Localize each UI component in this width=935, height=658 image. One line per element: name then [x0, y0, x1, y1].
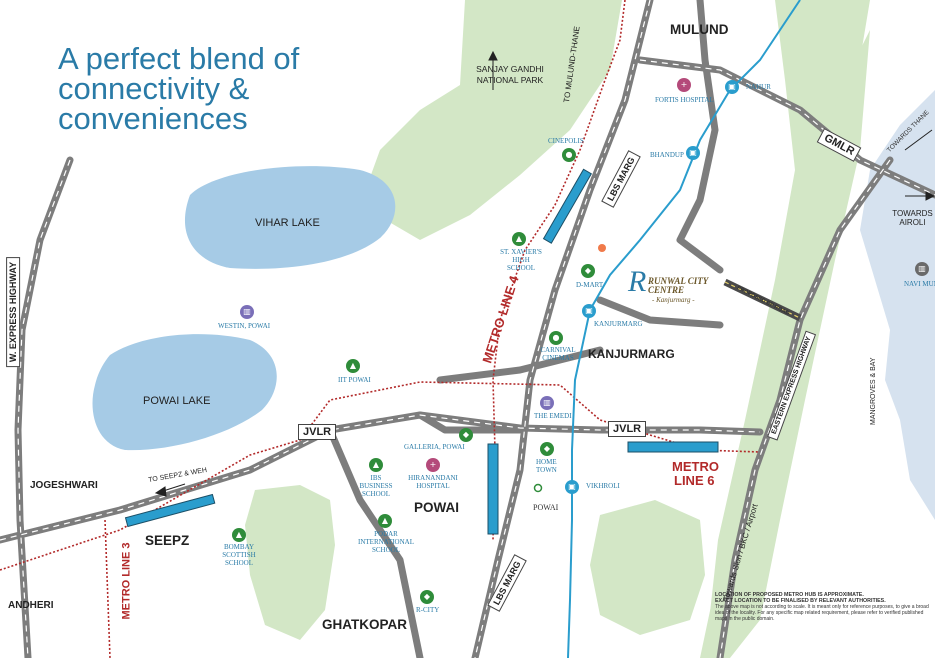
w-express-road [14, 156, 74, 658]
shopping-icon-3: ◆ [540, 442, 554, 456]
label-powai-lake: POWAI LAKE [143, 395, 211, 407]
area-seepz: SEEPZ [145, 533, 190, 548]
metro-line-3-label: METRO LINE 3 [120, 542, 133, 620]
area-ghatkopar: GHATKOPAR [322, 617, 407, 632]
poi-fortis: FORTIS HOSPITAL [655, 96, 714, 104]
vihar-lake-shape [184, 166, 396, 269]
area-sgnp: SANJAY GANDHI NATIONAL PARK [476, 64, 544, 85]
hospital-icon: + [677, 78, 691, 92]
dir-towards-airoli: TOWARDS AIROLI [892, 209, 933, 227]
project-subtitle: - Kanjurmarg - [652, 296, 695, 304]
road-jvlr-right: JVLR [608, 421, 647, 437]
station-vikhroli-icon: ▣ [565, 480, 579, 494]
poi-rcity: R-CITY [416, 606, 440, 614]
poi-home-town: HOME TOWN [536, 458, 557, 474]
metro-line-6-label-a: METRO [672, 459, 719, 474]
project-name: RUNWAL CITY CENTRE [648, 276, 708, 295]
area-andheri: ANDHERI [8, 600, 54, 611]
poi-iit: IIT POWAI [338, 376, 371, 384]
metro-line-4-track [492, 0, 626, 541]
powai-green [245, 485, 335, 640]
area-mulund: MULUND [670, 22, 729, 37]
school-icon-3: ▲ [369, 458, 383, 472]
powai-lake-shape [92, 334, 277, 451]
disclaimer-bold-2: EXACT LOCATION TO BE FINALISED BY RELEVA… [715, 598, 886, 604]
label-powai-dot: POWAI [533, 503, 559, 512]
kanjur-road [596, 296, 724, 329]
poi-ibs: IBS BUSINESS SCHOOL [359, 474, 393, 498]
headline: A perfect blend of connectivity & conven… [58, 41, 300, 136]
orange-marker [598, 244, 606, 252]
proposed-dp-road [723, 278, 802, 322]
label-vihar-lake: VIHAR LAKE [255, 217, 320, 229]
mangroves-bay [860, 90, 935, 520]
metro-line-6-label-b: LINE 6 [674, 473, 715, 488]
station-bhandup-icon: ▣ [686, 146, 700, 160]
area-kanjurmarg: KANJURMARG [588, 347, 675, 361]
poi-cinepolis: CINEPOLIS [548, 137, 584, 145]
green-strip-east-wide [700, 30, 870, 658]
disclaimer: LOCATION OF PROPOSED METRO HUB IS APPROX… [715, 592, 931, 622]
train-icons [124, 168, 719, 535]
school-icon-5: ▲ [232, 528, 246, 542]
poi-navi-mumbai: NAVI MUM [904, 280, 935, 288]
school-icon-2: ▲ [346, 359, 360, 373]
area-jogeshwari: JOGESHWARI [30, 480, 98, 491]
svg-text:R: R [627, 265, 646, 298]
school-icon-4: ▲ [378, 514, 392, 528]
metro-line-3-track [104, 519, 111, 658]
sanjay-gandhi-park [360, 0, 622, 240]
cinema-icon: ● [562, 148, 576, 162]
train-line4-mid [487, 443, 499, 535]
rail-ties [567, 0, 801, 658]
poi-westin: WESTIN, POWAI [218, 322, 271, 330]
station-vikhroli: VIKHROLI [586, 482, 620, 490]
cinema-icon-2: ● [549, 331, 563, 345]
shopping-icon-2: ◆ [459, 428, 473, 442]
train-line4-top [542, 168, 593, 244]
metro-line-6-track [0, 381, 761, 571]
powai-marker [533, 483, 543, 493]
hospital-icon-2: + [426, 458, 440, 472]
shopping-icon-4: ◆ [420, 590, 434, 604]
station-bhandup: BHANDUP [650, 151, 684, 159]
train-line6 [627, 441, 719, 453]
poi-hiranandani: HIRANANDANI HOSPITAL [408, 474, 458, 490]
poi-galleria: GALLERIA, POWAI [404, 443, 465, 451]
hotel-icon-2: ▥ [540, 396, 554, 410]
disclaimer-bold-1: LOCATION OF PROPOSED METRO HUB IS APPROX… [715, 592, 864, 598]
road-w-express: W. EXPRESS HIGHWAY [6, 256, 21, 368]
station-nahur-icon: ▣ [725, 80, 739, 94]
metro-red-lines [0, 0, 761, 658]
poi-st-xaviers: ST. XAVIER'S HIGH SCHOOL [500, 248, 542, 272]
poi-bombay-scottish: BOMBAY SCOTTISH SCHOOL [222, 543, 256, 567]
ghatkopar-green [590, 500, 705, 635]
area-powai: POWAI [414, 500, 460, 515]
ghatkopar-road [326, 426, 424, 658]
direction-arrows [154, 50, 935, 497]
station-kanjurmarg-icon: ▣ [582, 304, 596, 318]
hotel-icon: ▥ [240, 305, 254, 319]
navi-mumbai-icon: ▥ [915, 262, 929, 276]
poi-the-emedi: THE EMEDI [534, 412, 572, 420]
train-line3 [124, 493, 216, 528]
station-kanjurmarg: KANJURMARG [594, 320, 643, 328]
poi-dmart: D-MART [576, 281, 604, 289]
mulund-road [676, 0, 724, 274]
disclaimer-body: The above map is not according to scale.… [715, 604, 929, 622]
station-nahur: NAHUR [746, 83, 771, 91]
runwal-logo-mark: R [627, 265, 646, 298]
label-mangroves: MANGROVES & BAY [870, 357, 877, 425]
poi-carnival: CARNIVAL CINEMAS [540, 346, 576, 362]
poi-podar: PODAR INTERNATIONAL SCHOOL [358, 530, 414, 554]
school-icon: ▲ [512, 232, 526, 246]
road-jvlr-left: JVLR [298, 424, 337, 440]
shopping-icon: ◆ [581, 264, 595, 278]
